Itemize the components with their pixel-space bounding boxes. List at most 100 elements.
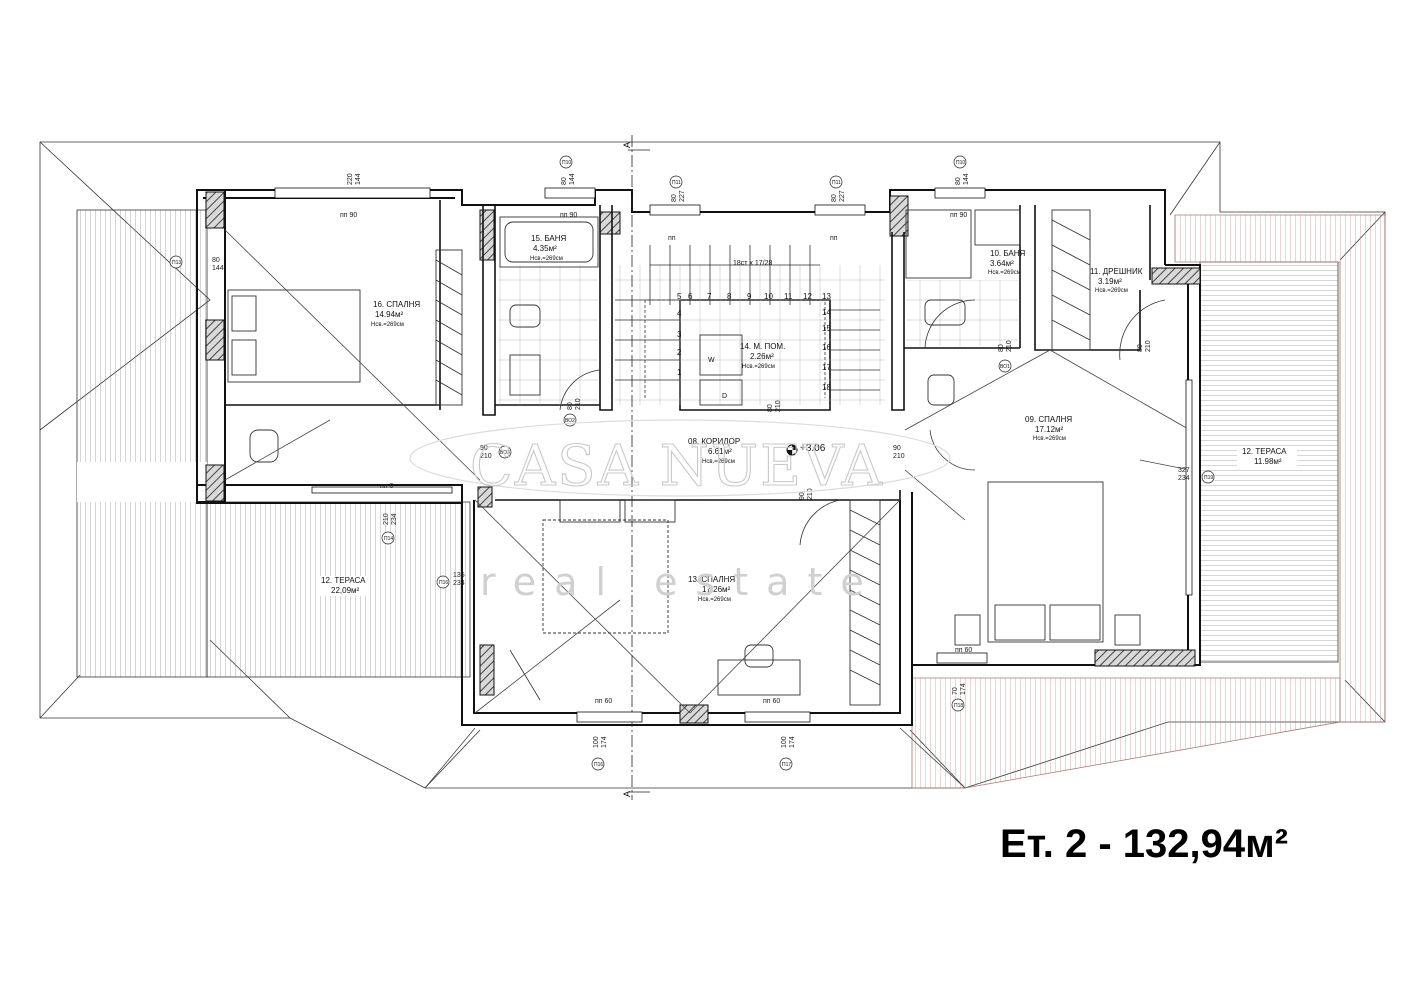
svg-text:16: 16 bbox=[822, 343, 831, 352]
svg-text:3.64м²: 3.64м² bbox=[990, 259, 1014, 268]
svg-text:210: 210 bbox=[775, 400, 782, 412]
svg-text:13. СПАЛНЯ: 13. СПАЛНЯ bbox=[688, 575, 735, 584]
svg-text:Нсв.=269см: Нсв.=269см bbox=[1095, 288, 1128, 294]
svg-text:11.98м²: 11.98м² bbox=[1254, 457, 1282, 466]
svg-text:10: 10 bbox=[764, 292, 773, 301]
svg-text:234: 234 bbox=[1178, 475, 1190, 482]
washer-letter: W bbox=[708, 357, 715, 364]
sill-label: пп bbox=[668, 235, 676, 242]
svg-text:10. БАНЯ: 10. БАНЯ bbox=[990, 249, 1026, 258]
svg-text:90: 90 bbox=[799, 492, 806, 500]
svg-text:80: 80 bbox=[671, 194, 678, 202]
sill-label: пп 60 bbox=[763, 698, 780, 705]
svg-text:Нсв.=269см: Нсв.=269см bbox=[371, 322, 404, 328]
svg-text:80: 80 bbox=[561, 177, 568, 185]
svg-text:8: 8 bbox=[727, 292, 732, 301]
svg-text:11: 11 bbox=[784, 292, 793, 301]
svg-text:CASA NUEVA: CASA NUEVA bbox=[470, 434, 884, 499]
svg-text:П18: П18 bbox=[954, 703, 963, 709]
svg-text:П19: П19 bbox=[1204, 475, 1213, 481]
svg-text:6.61м²: 6.61м² bbox=[708, 447, 732, 456]
svg-text:22,09м²: 22,09м² bbox=[331, 586, 360, 595]
svg-text:227: 227 bbox=[839, 190, 846, 202]
svg-text:210: 210 bbox=[807, 488, 814, 500]
svg-text:174: 174 bbox=[789, 736, 796, 748]
room-label-14: 14. М. ПОМ. 2.26м² Нсв.=269см bbox=[740, 342, 785, 370]
svg-text:08. КОРИДОР: 08. КОРИДОР bbox=[688, 437, 740, 446]
room-label-10: 10. БАНЯ 3.64м² Нсв.=269см bbox=[988, 249, 1026, 276]
floor-area-title: Ет. 2 - 132,94м² bbox=[1000, 822, 1289, 866]
furniture bbox=[227, 209, 1141, 706]
svg-text:144: 144 bbox=[569, 173, 576, 185]
svg-text:80: 80 bbox=[955, 177, 962, 185]
svg-text:ВО3: ВО3 bbox=[500, 450, 510, 456]
svg-text:227: 227 bbox=[679, 190, 686, 202]
svg-text:real estate: real estate bbox=[480, 560, 882, 604]
svg-text:234: 234 bbox=[453, 580, 465, 587]
terrace-left bbox=[76, 209, 471, 678]
svg-text:15: 15 bbox=[822, 324, 831, 333]
section-label-top: A bbox=[622, 142, 632, 148]
svg-text:П10: П10 bbox=[956, 160, 965, 166]
sill-label: пп 90 bbox=[560, 212, 577, 219]
svg-text:2.26м²: 2.26м² bbox=[750, 352, 774, 361]
window-openings bbox=[274, 187, 1193, 723]
svg-text:16. СПАЛНЯ: 16. СПАЛНЯ bbox=[373, 300, 420, 309]
sill-label: пп 60 bbox=[595, 698, 612, 705]
svg-text:4.35м²: 4.35м² bbox=[533, 244, 557, 253]
svg-text:327: 327 bbox=[1178, 467, 1190, 474]
svg-text:5: 5 bbox=[677, 292, 682, 301]
svg-text:14. М. ПОМ.: 14. М. ПОМ. bbox=[740, 342, 785, 351]
sill-label: пп 90 bbox=[950, 212, 967, 219]
svg-text:Нсв.=269см: Нсв.=269см bbox=[988, 270, 1021, 276]
bath-15-floor bbox=[498, 265, 598, 405]
room-label-15: 15. БАНЯ 4.35м² Нсв.=269см bbox=[530, 234, 567, 262]
svg-text:Нсв.=269см: Нсв.=269см bbox=[1033, 436, 1066, 442]
staircase bbox=[615, 245, 880, 398]
svg-text:П14: П14 bbox=[384, 536, 393, 542]
room-label-terrace-left: 12. ТЕРАСА 22,09м² bbox=[316, 576, 368, 596]
svg-text:144: 144 bbox=[963, 173, 970, 185]
section-line bbox=[628, 135, 650, 800]
room-label-13: 13. СПАЛНЯ 17.26м² Нсв.=269см bbox=[688, 575, 735, 603]
svg-text:174: 174 bbox=[960, 683, 967, 695]
watermark: CASA NUEVA real estate bbox=[409, 419, 951, 604]
dimension-annotations: 220 144 80 144 80 144 80 227 80 227 80 1… bbox=[212, 173, 1190, 748]
svg-text:210: 210 bbox=[1145, 340, 1152, 352]
svg-text:Нсв.=269см: Нсв.=269см bbox=[742, 364, 775, 370]
svg-text:П11: П11 bbox=[832, 180, 841, 186]
svg-text:+3.06: +3.06 bbox=[800, 443, 826, 454]
svg-text:234: 234 bbox=[391, 513, 398, 525]
svg-text:Нсв.=269см: Нсв.=269см bbox=[530, 256, 563, 262]
stair-step-numbers: 1 2 3 4 5 6 7 8 9 10 11 12 13 14 15 16 1… bbox=[677, 292, 831, 392]
sill-label: пп bbox=[830, 235, 838, 242]
svg-text:80: 80 bbox=[212, 257, 220, 264]
svg-text:80: 80 bbox=[831, 194, 838, 202]
bath-10-floor bbox=[906, 280, 1018, 346]
room-label-16: 16. СПАЛНЯ 14.94м² Нсв.=269см bbox=[371, 300, 420, 328]
room-label-09: 09. СПАЛНЯ 17.12м² Нсв.=269см bbox=[1025, 415, 1072, 442]
sill-label: пп 0 bbox=[380, 483, 394, 490]
room-label-terrace-right: 12. ТЕРАСА 11.98м² bbox=[1237, 446, 1297, 466]
stair-spec: 18ст х 17/28 bbox=[733, 260, 773, 267]
section-label-bottom: A bbox=[622, 791, 632, 797]
svg-text:14.94м²: 14.94м² bbox=[375, 310, 404, 319]
svg-text:11. ДРЕШНИК: 11. ДРЕШНИК bbox=[1090, 267, 1143, 276]
svg-text:2: 2 bbox=[677, 348, 682, 357]
svg-text:3: 3 bbox=[677, 330, 682, 339]
svg-text:Нсв.=269см: Нсв.=269см bbox=[702, 459, 735, 465]
svg-text:80: 80 bbox=[998, 344, 1005, 352]
svg-text:144: 144 bbox=[212, 265, 224, 272]
svg-text:П10: П10 bbox=[562, 160, 571, 166]
svg-text:210: 210 bbox=[1006, 340, 1013, 352]
svg-text:Нсв.=269см: Нсв.=269см bbox=[698, 597, 731, 603]
svg-text:144: 144 bbox=[355, 173, 362, 185]
svg-text:6: 6 bbox=[688, 292, 693, 301]
svg-text:210: 210 bbox=[893, 453, 905, 460]
svg-text:210: 210 bbox=[575, 398, 582, 410]
svg-text:13: 13 bbox=[822, 292, 831, 301]
svg-text:П16: П16 bbox=[594, 762, 603, 768]
svg-text:80: 80 bbox=[767, 404, 774, 412]
sill-label: пп 60 bbox=[955, 647, 972, 654]
